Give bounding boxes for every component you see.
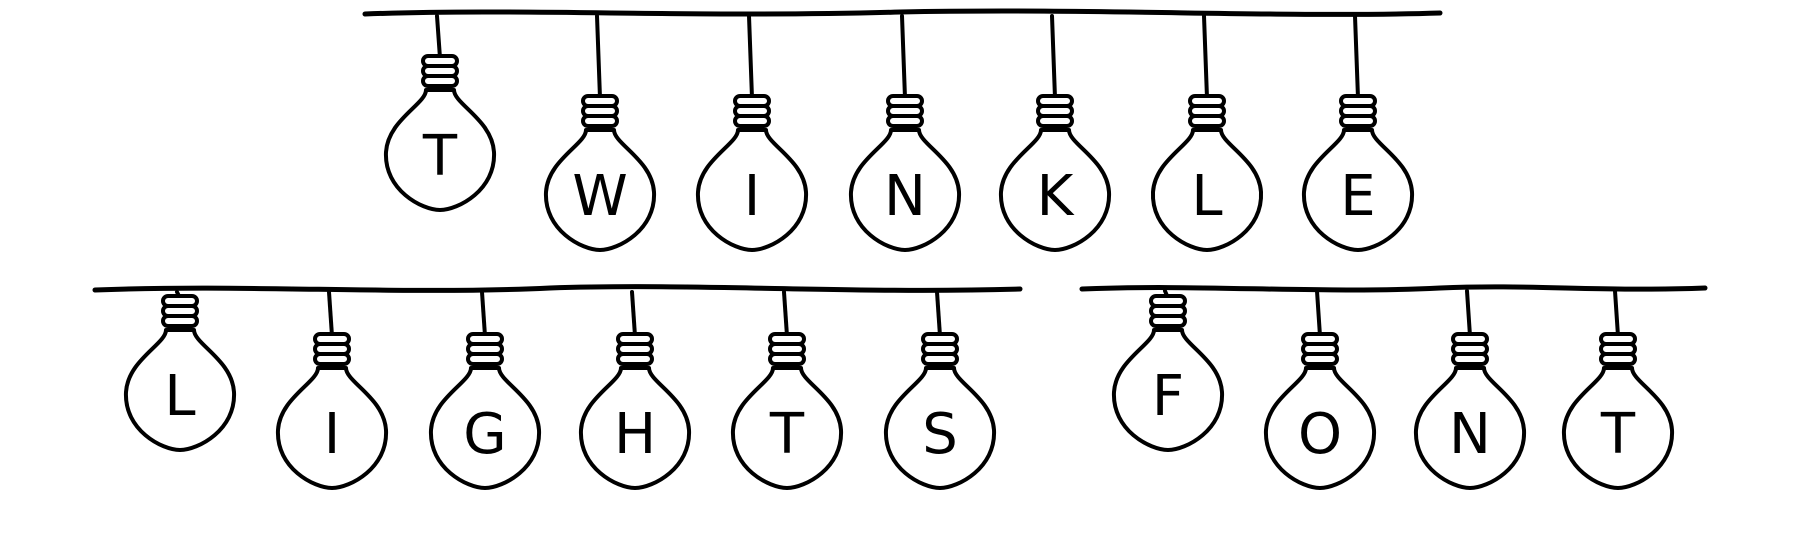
bulb-font-3: T — [1561, 289, 1675, 490]
bulb-letter: L — [164, 364, 195, 429]
bulb-letter: H — [614, 402, 656, 467]
bulb-glass — [383, 88, 497, 212]
bulb-cord — [595, 14, 602, 100]
bulb-glass — [578, 366, 692, 490]
bulb-glass — [543, 128, 657, 252]
bulb-letter: N — [884, 164, 926, 229]
bulb-glass — [1263, 366, 1377, 490]
bulb-glass — [848, 128, 962, 252]
bulb-socket-ring — [1599, 352, 1637, 366]
bulb-cord — [900, 14, 907, 100]
bulb-cord — [1202, 14, 1209, 100]
bulb-letter: G — [463, 402, 506, 467]
wire-lights — [92, 284, 1023, 293]
bulb-socket-ring — [466, 352, 504, 366]
bulb-cord — [782, 290, 789, 338]
bulb-glass — [1413, 366, 1527, 490]
bulb-twinkle-3: N — [848, 14, 962, 252]
bulb-lights-3: H — [578, 290, 692, 490]
bulb-twinkle-1: W — [543, 14, 657, 252]
bulb-socket-ring — [313, 352, 351, 366]
bulb-twinkle-4: K — [998, 14, 1112, 252]
bulb-letter: O — [1298, 402, 1342, 467]
bulb-cord — [1465, 289, 1472, 338]
bulb-socket-ring — [421, 74, 459, 88]
bulb-cord — [935, 290, 942, 338]
bulb-glass — [883, 366, 997, 490]
bulb-glass — [1301, 128, 1415, 252]
bulb-letter: W — [572, 164, 627, 229]
bulb-font-1: O — [1263, 289, 1377, 490]
bulb-glass — [1111, 328, 1225, 452]
wire-twinkle — [362, 8, 1443, 17]
bulb-lights-0: L — [123, 290, 237, 452]
bulb-lights-1: I — [275, 290, 389, 490]
bulb-cord — [1050, 14, 1057, 100]
bulb-socket-ring — [768, 352, 806, 366]
bulb-socket-ring — [1339, 114, 1377, 128]
bulb-letter: K — [1037, 164, 1075, 229]
bulb-letter: T — [1600, 402, 1636, 467]
bulb-glass — [695, 128, 809, 252]
bulb-lights-5: S — [883, 290, 997, 490]
bulb-letter: I — [744, 164, 761, 229]
bulb-cord — [435, 14, 442, 60]
bulb-twinkle-2: I — [695, 14, 809, 252]
bulb-cord — [1613, 289, 1620, 338]
bulb-lights-2: G — [428, 290, 542, 490]
bulb-cord — [480, 290, 487, 338]
bulb-letter: F — [1152, 364, 1184, 429]
bulb-cord — [1353, 14, 1360, 100]
bulb-socket-ring — [1451, 352, 1489, 366]
bulb-cord — [747, 14, 754, 100]
bulb-socket-ring — [1188, 114, 1226, 128]
bulb-cord — [1315, 289, 1322, 338]
bulb-lights-4: T — [730, 290, 844, 490]
bulb-font-0: F — [1111, 289, 1225, 452]
bulb-twinkle-5: L — [1150, 14, 1264, 252]
bulb-glass — [275, 366, 389, 490]
bulb-letter: T — [769, 402, 805, 467]
bulb-letter: E — [1340, 164, 1375, 229]
bulb-socket-ring — [1036, 114, 1074, 128]
bulb-socket-ring — [616, 352, 654, 366]
bulb-cord — [327, 290, 334, 338]
bulb-font-2: N — [1413, 289, 1527, 490]
bulb-socket-ring — [161, 314, 199, 328]
bulb-twinkle-0: T — [383, 14, 497, 212]
bulb-twinkle-6: E — [1301, 14, 1415, 252]
bulb-socket-ring — [1149, 314, 1187, 328]
bulb-letter: I — [324, 402, 341, 467]
bulb-glass — [730, 366, 844, 490]
bulb-socket-ring — [921, 352, 959, 366]
bulb-glass — [998, 128, 1112, 252]
bulb-letter: N — [1449, 402, 1491, 467]
bulb-glass — [1150, 128, 1264, 252]
bulb-socket-ring — [581, 114, 619, 128]
bulb-glass — [123, 328, 237, 452]
bulb-socket-ring — [733, 114, 771, 128]
bulb-glass — [428, 366, 542, 490]
wire-font — [1079, 284, 1708, 293]
bulb-letter: L — [1191, 164, 1222, 229]
bulb-letter: T — [422, 124, 458, 189]
bulb-cord — [630, 290, 637, 338]
bulb-socket-ring — [1301, 352, 1339, 366]
bulb-glass — [1561, 366, 1675, 490]
bulb-socket-ring — [886, 114, 924, 128]
bulb-letter: S — [922, 402, 958, 467]
